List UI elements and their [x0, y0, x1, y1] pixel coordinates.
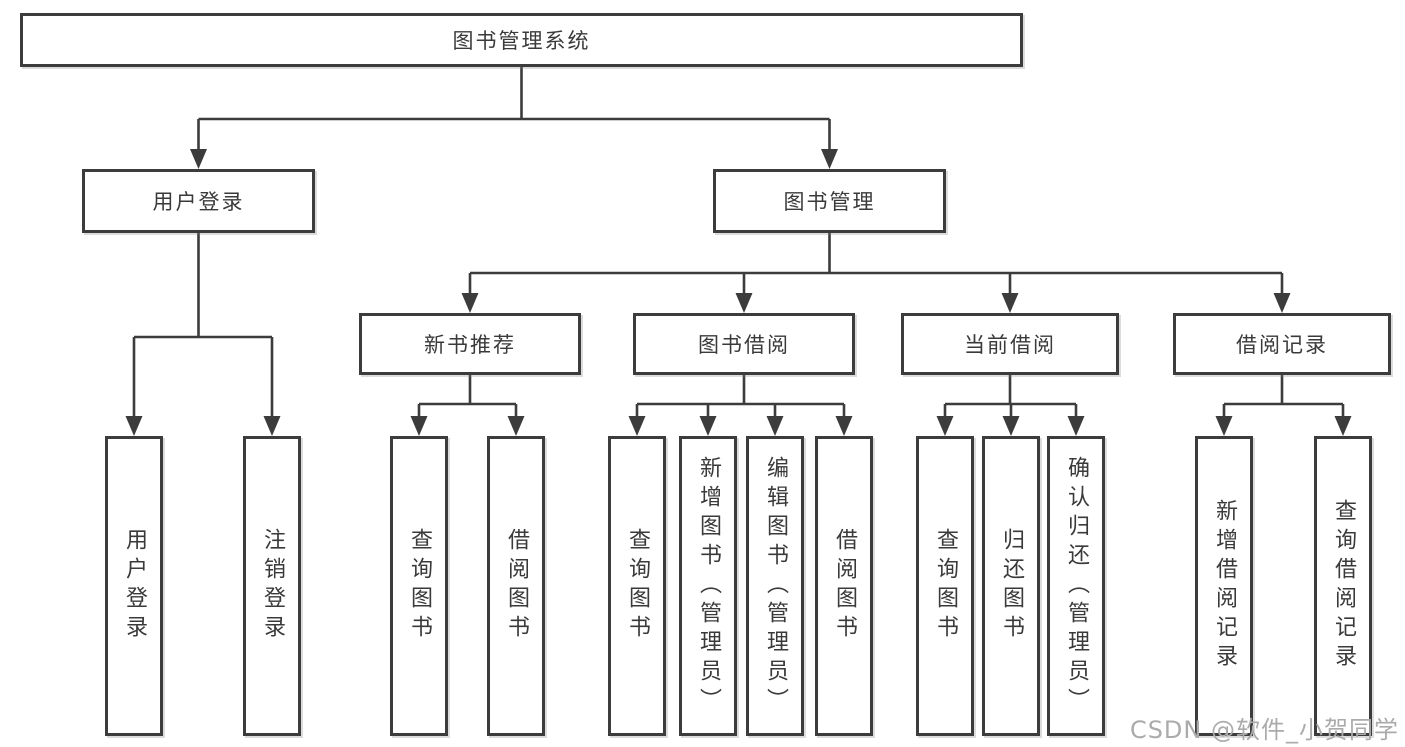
- node-book-management-label: 图书管理: [783, 190, 876, 214]
- csdn-watermark: CSDN @软件_小贺同学: [1129, 716, 1399, 744]
- leaf-add-books-admin: 新增图书（管理员）: [679, 436, 737, 736]
- node-borrowing-records: 借阅记录: [1173, 313, 1391, 375]
- leaf-user-login: 用户登录: [105, 436, 163, 736]
- leaf-user-login-label: 用户登录: [122, 528, 147, 644]
- node-new-book-recommend-label: 新书推荐: [424, 333, 516, 357]
- leaf-query-books-recommend: 查询图书: [390, 436, 448, 736]
- node-book-borrowing: 图书借阅: [633, 313, 855, 375]
- node-user-login-label: 用户登录: [152, 190, 245, 214]
- leaf-edit-books-admin-label: 编辑图书（管理员）: [763, 455, 788, 717]
- leaf-confirm-return-admin-label: 确认归还（管理员）: [1064, 455, 1089, 717]
- leaf-logout: 注销登录: [243, 436, 301, 736]
- leaf-query-books-borrowing: 查询图书: [608, 436, 666, 736]
- leaf-query-books-recommend-label: 查询图书: [407, 528, 432, 644]
- leaf-borrow-books-label: 借阅图书: [832, 528, 857, 644]
- node-new-book-recommend: 新书推荐: [359, 313, 581, 375]
- leaf-return-books: 归还图书: [982, 436, 1040, 736]
- node-root-label: 图书管理系统: [452, 29, 591, 53]
- leaf-add-borrow-record: 新增借阅记录: [1195, 436, 1253, 736]
- leaf-confirm-return-admin: 确认归还（管理员）: [1047, 436, 1105, 736]
- leaf-query-borrow-record-label: 查询借阅记录: [1331, 499, 1356, 673]
- node-root-system: 图书管理系统: [20, 13, 1023, 67]
- node-current-borrowing-label: 当前借阅: [964, 333, 1056, 357]
- leaf-borrow-books-recommend-label: 借阅图书: [504, 528, 529, 644]
- leaf-return-books-label: 归还图书: [999, 528, 1024, 644]
- node-book-management: 图书管理: [713, 169, 946, 233]
- leaf-borrow-books-recommend: 借阅图书: [487, 436, 545, 736]
- leaf-query-books-borrowing-label: 查询图书: [625, 528, 650, 644]
- node-current-borrowing: 当前借阅: [901, 313, 1119, 375]
- leaf-add-books-admin-label: 新增图书（管理员）: [696, 455, 721, 717]
- node-borrowing-records-label: 借阅记录: [1236, 333, 1328, 357]
- leaf-query-books-current-label: 查询图书: [933, 528, 958, 644]
- node-user-login: 用户登录: [82, 169, 315, 233]
- leaf-logout-label: 注销登录: [260, 528, 285, 644]
- leaf-edit-books-admin: 编辑图书（管理员）: [746, 436, 804, 736]
- leaf-query-books-current: 查询图书: [916, 436, 974, 736]
- leaf-add-borrow-record-label: 新增借阅记录: [1212, 499, 1237, 673]
- leaf-borrow-books: 借阅图书: [815, 436, 873, 736]
- node-book-borrowing-label: 图书借阅: [698, 333, 790, 357]
- leaf-query-borrow-record: 查询借阅记录: [1314, 436, 1372, 736]
- arrowheads: [125, 149, 1352, 436]
